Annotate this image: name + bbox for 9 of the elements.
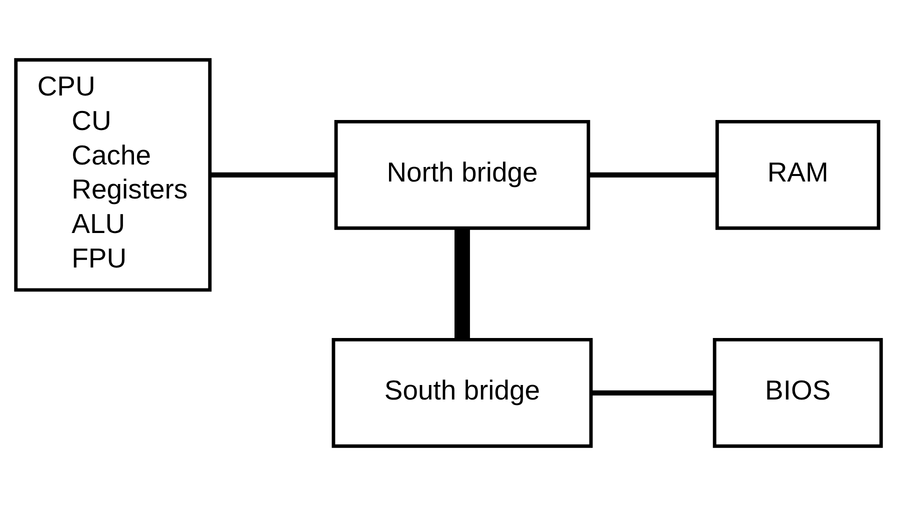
node-box: RAM xyxy=(715,120,880,230)
node-box: South bridge xyxy=(332,338,593,448)
node-box: CPU CU Cache Registers ALU FPU xyxy=(14,58,212,292)
node-box: BIOS xyxy=(712,338,883,448)
connector xyxy=(588,172,717,178)
connector xyxy=(591,390,714,396)
connector xyxy=(210,172,336,178)
connector xyxy=(454,228,470,340)
node-box: North bridge xyxy=(334,120,590,230)
